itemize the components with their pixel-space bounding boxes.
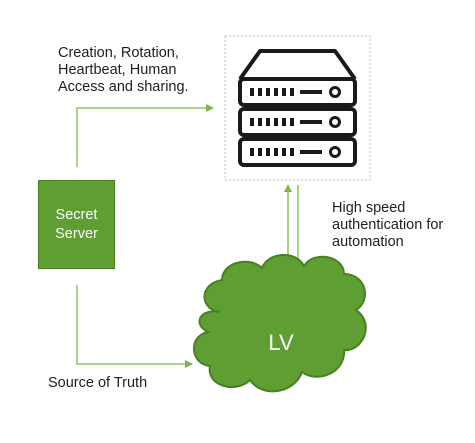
server-rack-icon (238, 49, 357, 167)
creation-rotation-label: Creation, Rotation, Heartbeat, Human Acc… (58, 45, 189, 95)
secret-server-box: Secret Server (38, 180, 115, 269)
lv-cloud-label: LV (268, 330, 294, 355)
creation-arrow (76, 104, 214, 167)
source-of-truth-label: Source of Truth (48, 375, 148, 391)
server-frame (224, 35, 371, 181)
high-speed-auth-label: High speed authentication for automation (332, 200, 444, 250)
source-of-truth-arrow (76, 285, 193, 368)
lv-cloud (193, 254, 367, 393)
